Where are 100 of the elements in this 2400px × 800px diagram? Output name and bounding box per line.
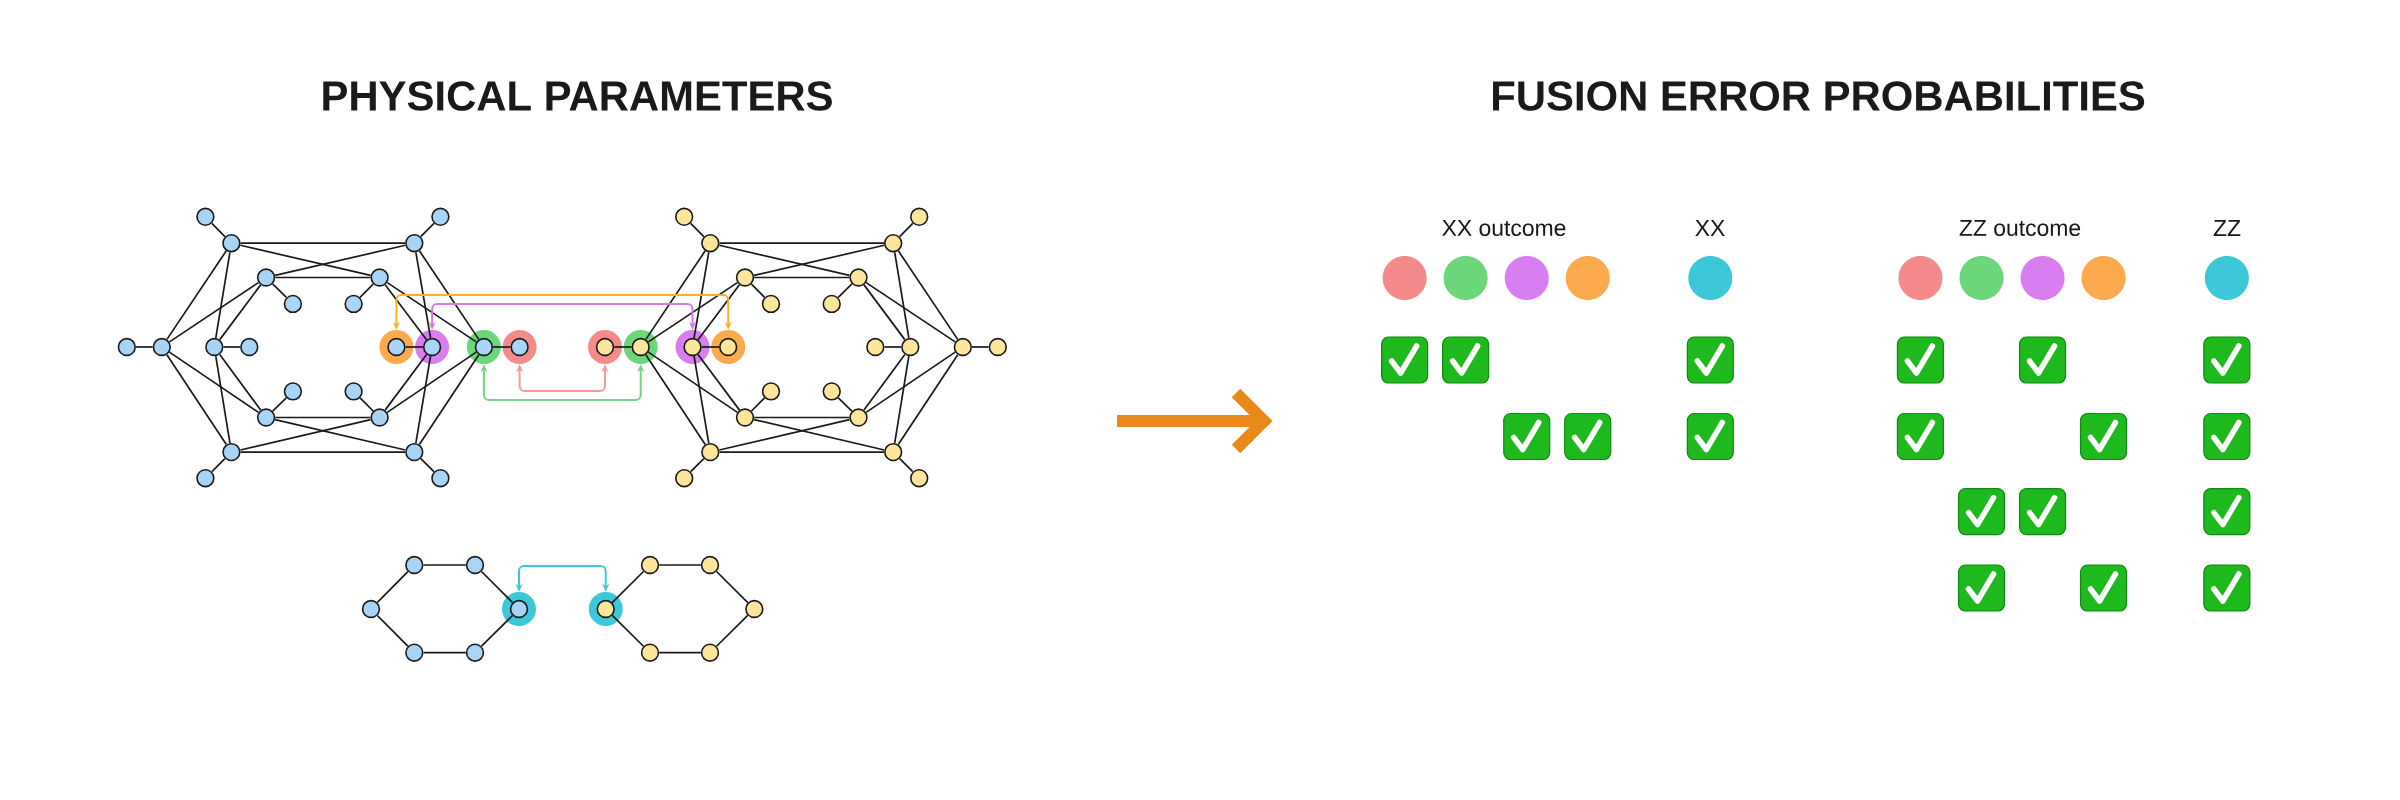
graph-vertex — [849, 408, 868, 427]
graph-edge — [271, 283, 288, 299]
graph-edge — [753, 418, 886, 451]
graph-edge — [897, 250, 959, 341]
graph-edge — [419, 222, 435, 238]
graph-vertex — [405, 555, 424, 575]
graph-edge — [135, 346, 154, 348]
graph-vertex — [761, 294, 781, 314]
graph-vertex — [700, 555, 720, 575]
graph-vertex — [988, 337, 1007, 357]
graph-vertex — [196, 469, 215, 488]
graph-edge — [693, 251, 710, 339]
graph-edge — [753, 416, 851, 419]
graph-vertex — [431, 469, 450, 488]
graph-vertex — [283, 382, 303, 401]
graph-edge — [837, 396, 853, 412]
graph-vertex — [701, 442, 720, 462]
graph-edge — [415, 251, 432, 339]
graph-vertex — [884, 234, 903, 253]
graph-edge — [697, 353, 741, 411]
graph-edge — [274, 418, 407, 451]
graph-vertex — [761, 382, 781, 401]
graph-edge — [750, 397, 766, 412]
graph-edge — [898, 222, 914, 238]
column-header: XX — [1695, 220, 1725, 236]
graph-edge — [222, 346, 241, 348]
graph-vertex — [700, 643, 720, 662]
graph-vertex — [745, 599, 764, 619]
graph-edge — [359, 397, 374, 412]
graph-vertex — [953, 337, 972, 357]
graph-edge — [214, 355, 231, 444]
graph-edge — [239, 244, 372, 277]
graph-edge — [865, 351, 957, 414]
graph-edge — [359, 283, 374, 299]
graph-edge — [404, 346, 424, 348]
graph-edge — [645, 250, 707, 341]
graph-edge — [753, 276, 851, 279]
highlighted-vertex — [675, 330, 710, 364]
graph-edge — [718, 451, 885, 453]
graph-edge — [883, 346, 902, 348]
highlighted-vertex — [379, 330, 414, 364]
graph-vertex — [735, 268, 755, 287]
graph-edge — [376, 614, 409, 647]
graph-edge — [753, 244, 886, 277]
graph-vertex — [901, 337, 920, 357]
graph-edge — [971, 346, 990, 348]
graph-vertex — [344, 294, 363, 314]
graph-edge — [211, 222, 226, 238]
graph-edge — [239, 451, 406, 453]
graph-edge — [715, 570, 749, 604]
graph-edge — [419, 457, 435, 473]
graph-edge — [897, 353, 959, 446]
graph-edge — [480, 614, 514, 648]
graph-edge — [384, 353, 428, 411]
highlighted-vertex — [502, 330, 537, 364]
graph-vertex — [822, 294, 841, 314]
graph-edge — [837, 283, 853, 299]
graph-edge — [700, 346, 720, 348]
graph-edge — [271, 396, 288, 412]
graph-vertex — [117, 337, 136, 357]
graph-edge — [239, 418, 372, 451]
highlighted-vertex — [588, 330, 622, 364]
highlighted-vertex — [415, 330, 450, 364]
graph-vertex — [222, 234, 241, 253]
graph-edge — [166, 353, 228, 446]
graph-edge — [218, 353, 262, 411]
graph-vertex — [344, 382, 363, 401]
graph-vertex — [222, 442, 241, 462]
graph-vertex — [283, 294, 303, 314]
graph-edge — [647, 281, 739, 343]
graph-edge — [658, 651, 702, 654]
graph-edge — [418, 250, 480, 341]
graph-edge — [611, 570, 645, 604]
graph-edge — [865, 281, 956, 343]
graph-edge — [750, 283, 766, 299]
graph-vertex — [405, 234, 424, 253]
graph-vertex — [910, 207, 929, 226]
graph-edge — [166, 250, 228, 341]
graph-edge — [384, 284, 428, 341]
graph-edge — [274, 276, 372, 279]
graph-edge — [715, 614, 749, 648]
graph-edge — [386, 281, 478, 343]
graph-edge — [168, 281, 260, 343]
graph-edge — [386, 351, 478, 414]
graph-vertex — [256, 268, 276, 287]
graph-edge — [415, 355, 432, 444]
graph-vertex — [866, 337, 885, 357]
graph-edge — [611, 614, 645, 648]
graph-vertex — [152, 337, 171, 357]
graph-vertex — [361, 599, 381, 619]
column-header: ZZ — [2213, 220, 2241, 236]
graph-vertex — [640, 643, 660, 662]
graph-vertex — [405, 643, 424, 662]
graph-edge — [647, 351, 739, 414]
graph-edge — [376, 570, 409, 604]
graph-edge — [613, 346, 633, 348]
graph-edge — [863, 284, 906, 341]
graph-edge — [492, 346, 512, 348]
column-header: ZZ outcome — [1959, 220, 2081, 236]
graph-vertex — [405, 442, 424, 462]
